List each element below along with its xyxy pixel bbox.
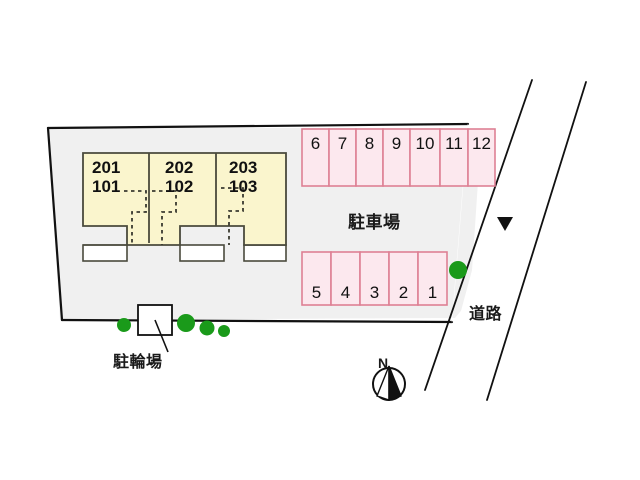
stall-box bbox=[330, 251, 361, 306]
stall-box bbox=[417, 251, 448, 306]
stall-box bbox=[301, 128, 330, 187]
stair-outline-unit-2 bbox=[152, 190, 177, 245]
road-direction-arrow bbox=[497, 217, 513, 231]
shrub bbox=[218, 325, 230, 337]
stall-number-10: 10 bbox=[415, 134, 435, 153]
stall-box bbox=[467, 128, 496, 187]
stall-number-11: 11 bbox=[445, 134, 463, 153]
compass-needle-east bbox=[388, 365, 402, 401]
parking-row-upper bbox=[301, 128, 496, 187]
site-edge-left bbox=[46, 126, 64, 322]
stall-number-9: 9 bbox=[391, 134, 402, 153]
unit-upper-number: 202 bbox=[165, 158, 194, 177]
bicycle-leader-line bbox=[154, 319, 169, 353]
road-line-outer bbox=[486, 81, 587, 401]
parking-row-lower bbox=[301, 251, 448, 306]
shrub bbox=[199, 320, 215, 336]
building-outline bbox=[82, 152, 287, 246]
stall-box bbox=[359, 251, 390, 306]
stall-number-4: 4 bbox=[340, 283, 351, 302]
unit-lower-number: 102 bbox=[165, 177, 194, 196]
shrub-roadside bbox=[449, 261, 467, 279]
road-label: 道路 bbox=[469, 304, 503, 323]
road-line-inner bbox=[424, 79, 533, 391]
shrub bbox=[177, 314, 195, 332]
compass-north-label: N bbox=[378, 355, 389, 371]
stall-number-1: 1 bbox=[427, 283, 438, 302]
parking-lot-label: 駐車場 bbox=[348, 213, 401, 233]
stall-number-3: 3 bbox=[369, 283, 380, 302]
unit-upper-number: 201 bbox=[92, 158, 121, 177]
stall-number-2: 2 bbox=[398, 283, 409, 302]
unit-lower-number: 101 bbox=[92, 177, 121, 196]
unit-label-202-102: 202 102 bbox=[165, 158, 193, 196]
shrub bbox=[117, 318, 131, 332]
unit-upper-number: 203 bbox=[229, 158, 258, 177]
stall-number-5: 5 bbox=[311, 283, 322, 302]
bicycle-shed bbox=[137, 304, 173, 336]
site-edge-top bbox=[46, 122, 470, 130]
stall-box bbox=[301, 251, 332, 306]
unit-lower-number: 103 bbox=[229, 177, 258, 196]
compass-rose bbox=[372, 365, 406, 401]
road-surface bbox=[438, 78, 586, 402]
stair-outline-unit-3 bbox=[221, 187, 244, 245]
entry-pad-2 bbox=[179, 244, 225, 262]
stall-box bbox=[355, 128, 384, 187]
entry-pad-3 bbox=[243, 244, 287, 262]
unit-label-201-101: 201 101 bbox=[92, 158, 120, 196]
bicycle-parking-label: 駐輪場 bbox=[113, 352, 163, 371]
stall-number-7: 7 bbox=[337, 134, 348, 153]
stall-number-12: 12 bbox=[472, 134, 491, 153]
unit-label-203-103: 203 103 bbox=[229, 158, 257, 196]
stall-number-8: 8 bbox=[364, 134, 375, 153]
entry-pad-1 bbox=[82, 244, 128, 262]
stall-number-6: 6 bbox=[310, 134, 321, 153]
stair-outline-unit-1 bbox=[124, 190, 147, 245]
